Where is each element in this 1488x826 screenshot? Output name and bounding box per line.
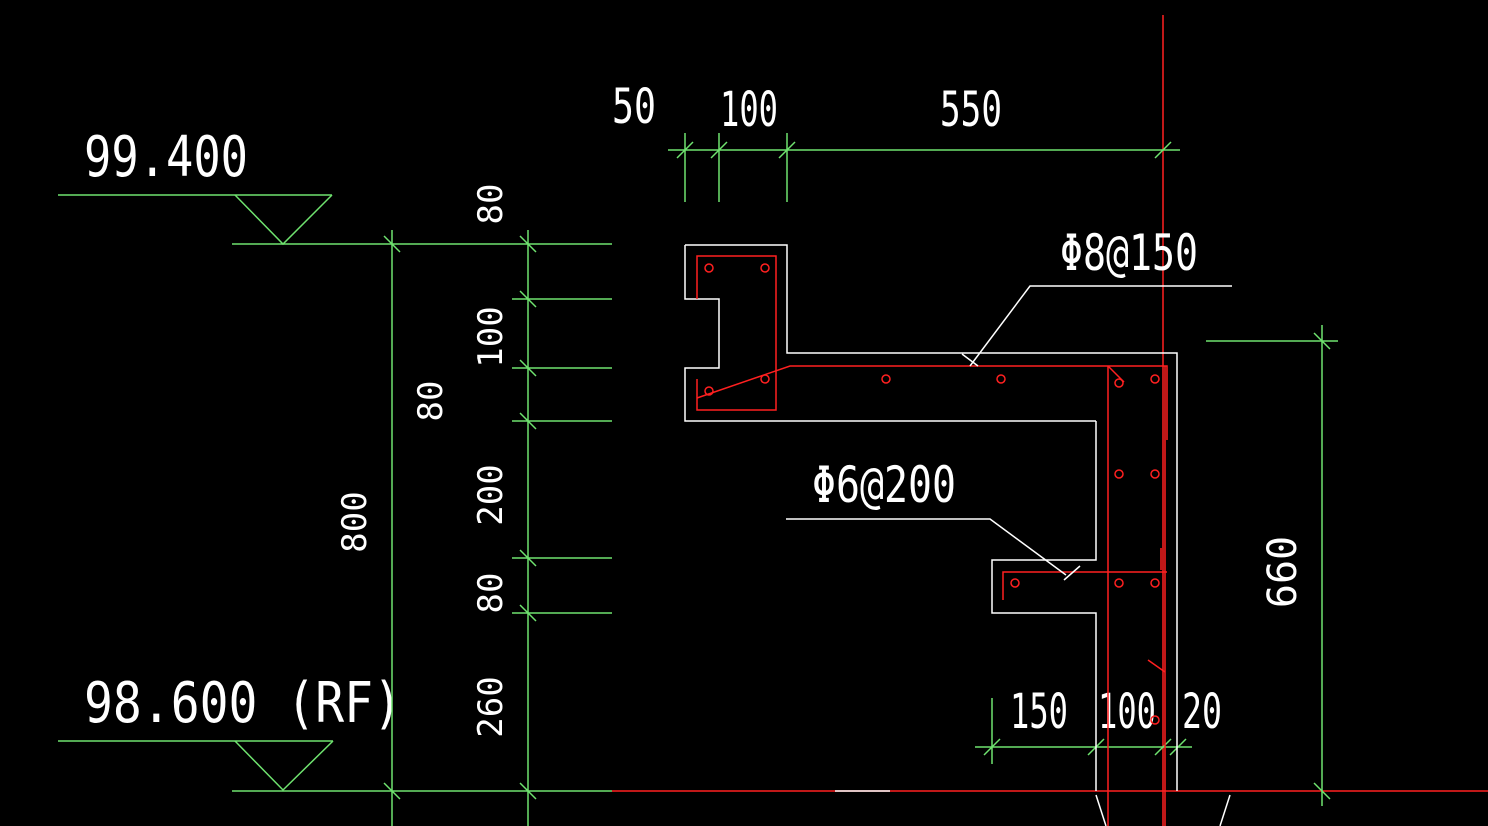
dim-left-80-mid: 80 — [411, 381, 451, 422]
rebar-leaders — [786, 285, 1232, 581]
right-dimension-lines — [1206, 325, 1338, 806]
level-bottom-label: 98.600 (RF) — [84, 671, 402, 736]
level-marker-bottom — [58, 740, 612, 792]
bottom-dimension-lines — [975, 698, 1192, 764]
concrete-outline — [684, 244, 1178, 791]
rebar-label-upper: Φ8@150 — [1060, 224, 1198, 282]
dim-left-200: 200 — [471, 464, 511, 525]
dim-right-660: 660 — [1260, 536, 1306, 608]
rebar-stirrups — [696, 255, 1168, 826]
dim-left-100: 100 — [471, 306, 511, 367]
dim-bottom-20: 20 — [1182, 684, 1222, 740]
dim-left-260: 260 — [471, 676, 511, 737]
dim-bottom-100: 100 — [1098, 684, 1156, 740]
level-top-label: 99.400 — [84, 125, 248, 190]
dim-overall-800: 800 — [335, 491, 375, 552]
dim-bottom-150: 150 — [1010, 684, 1068, 740]
left-dimension-lines — [383, 230, 612, 826]
foundation-cut-marks — [835, 790, 1231, 826]
dim-left-80-top: 80 — [471, 184, 511, 225]
rebar-dots — [704, 263, 1160, 725]
dim-left-80-low: 80 — [471, 573, 511, 614]
top-dimension-lines — [668, 133, 1180, 202]
dim-top-550: 550 — [940, 82, 1002, 138]
level-marker-top — [58, 194, 612, 246]
rebar-label-lower: Φ6@200 — [812, 456, 956, 514]
dim-top-100: 100 — [720, 82, 778, 138]
dim-top-50: 50 — [612, 79, 656, 135]
